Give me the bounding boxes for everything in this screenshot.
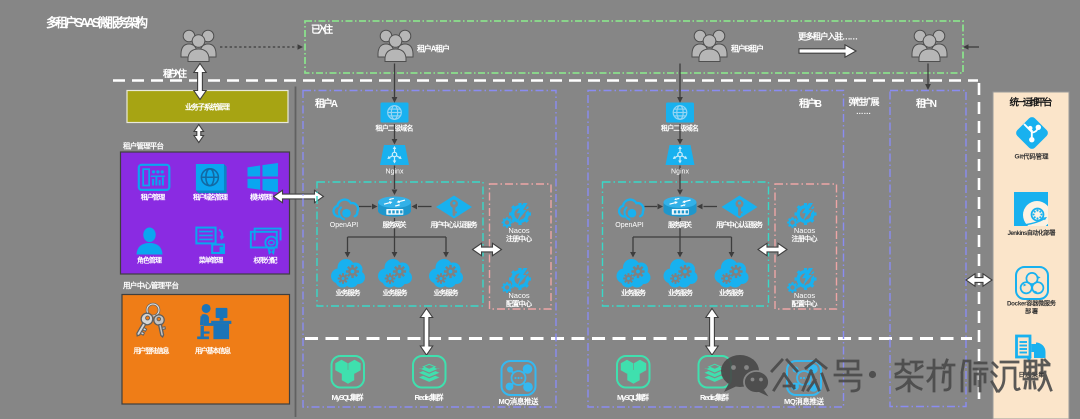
svg-text:用户登陆信息: 用户登陆信息 — [134, 346, 170, 355]
svg-text:用户基本信息: 用户基本信息 — [195, 346, 231, 355]
svg-text:租户管理: 租户管理 — [141, 193, 166, 202]
svg-text:……: …… — [856, 107, 871, 116]
svg-text:更多租户入驻……: 更多租户入驻…… — [798, 32, 858, 42]
svg-text:业务子系统管理: 业务子系统管理 — [185, 102, 231, 112]
svg-text:租户A: 租户A — [315, 97, 338, 110]
svg-text:模块管理: 模块管理 — [250, 193, 273, 202]
svg-text:用户中心管理平台: 用户中心管理平台 — [123, 280, 180, 290]
svg-text:租户B: 租户B — [799, 97, 822, 110]
svg-text:弹性扩展: 弹性扩展 — [849, 96, 880, 107]
svg-text:部署: 部署 — [1025, 308, 1038, 316]
svg-text:菜单管理: 菜单管理 — [198, 256, 224, 265]
svg-text:已入住: 已入住 — [311, 23, 333, 36]
svg-text:统一运维平台: 统一运维平台 — [1010, 97, 1053, 109]
svg-text:租户入住: 租户入住 — [163, 68, 187, 80]
svg-text:Git代码管理: Git代码管理 — [1015, 152, 1050, 161]
svg-text:角色管理: 角色管理 — [137, 256, 162, 265]
svg-text:租户A租户: 租户A租户 — [417, 44, 450, 54]
svg-text:多租户SAAS微服务架构: 多租户SAAS微服务架构 — [46, 15, 148, 30]
svg-text:Docker容器微服务: Docker容器微服务 — [1007, 300, 1057, 308]
svg-text:租户域名管理: 租户域名管理 — [193, 193, 228, 202]
svg-text:Jenkins自动化部署: Jenkins自动化部署 — [1008, 229, 1056, 237]
svg-text:租户管理平台: 租户管理平台 — [123, 141, 165, 151]
svg-text:权限分配: 权限分配 — [253, 256, 278, 265]
svg-text:租户N: 租户N — [916, 97, 937, 110]
svg-text:租户B租户: 租户B租户 — [731, 44, 764, 54]
